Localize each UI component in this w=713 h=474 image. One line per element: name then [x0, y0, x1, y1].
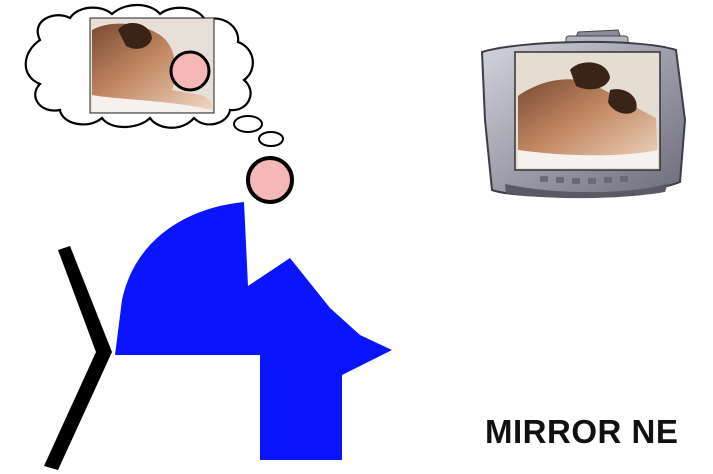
caption-label: MIRROR NE	[485, 412, 678, 452]
television-icon	[482, 30, 685, 198]
chair-back-icon	[44, 246, 112, 470]
person-body-icon	[115, 202, 392, 460]
person-head-icon	[248, 158, 292, 202]
thought-photo	[90, 18, 214, 113]
